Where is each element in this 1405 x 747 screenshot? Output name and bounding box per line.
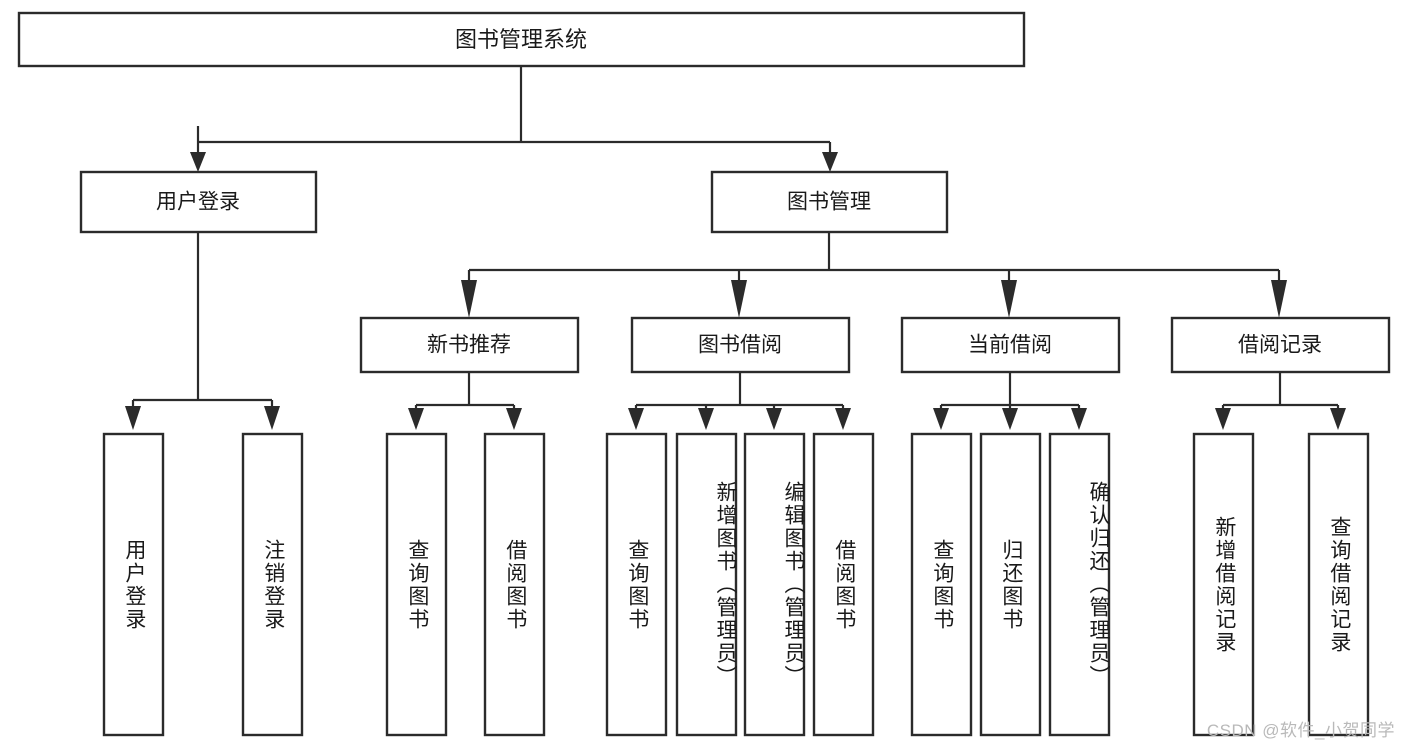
arrowhead-nbr-leaf-1: [408, 408, 424, 430]
arrowhead-br-leaf-2: [1330, 408, 1346, 430]
arrowhead-borrow-record: [1271, 280, 1287, 318]
watermark-text: CSDN @软件_小贺同学: [1206, 721, 1395, 740]
leaf-box-cb-return-book[interactable]: [979, 432, 1042, 737]
node-book-borrow[interactable]: 图书借阅: [630, 316, 851, 374]
arrowhead-leaf-logout: [264, 406, 280, 430]
node-current-borrow-label: 当前借阅: [968, 334, 1052, 357]
leaf-box-nbr-query-book[interactable]: [385, 432, 448, 737]
arrowhead-new-book-recommend: [461, 280, 477, 318]
arrowhead-user-login: [190, 152, 206, 172]
node-borrow-record-label: 借阅记录: [1238, 334, 1322, 357]
leaf-box-cb-query-book[interactable]: [910, 432, 973, 737]
arrowhead-bb-leaf-4: [835, 408, 851, 430]
arrowhead-nbr-leaf-2: [506, 408, 522, 430]
connector-book-mgmt-to-level3: [461, 232, 1287, 318]
leaf-box-bb-borrow-book[interactable]: [812, 432, 875, 737]
node-new-book-recommend[interactable]: 新书推荐: [359, 316, 580, 374]
leaf-box-user-login[interactable]: [102, 432, 165, 737]
leaf-box-nbr-borrow-book[interactable]: [483, 432, 546, 737]
node-new-book-recommend-label: 新书推荐: [427, 334, 511, 357]
node-book-borrow-label: 图书借阅: [698, 334, 782, 357]
leaf-box-logout[interactable]: [241, 432, 304, 737]
connector-current-borrow-to-leaves: [933, 372, 1087, 430]
leaf-box-bb-edit-book[interactable]: [743, 432, 806, 737]
arrowhead-leaf-user-login: [125, 406, 141, 430]
arrowhead-book-borrow: [731, 280, 747, 318]
arrowhead-book-mgmt: [822, 152, 838, 172]
arrowhead-cb-leaf-1: [933, 408, 949, 430]
arrowhead-br-leaf-1: [1215, 408, 1231, 430]
leaf-box-br-add-record[interactable]: [1192, 432, 1255, 737]
leaf-box-bb-query-book[interactable]: [605, 432, 668, 737]
arrowhead-cb-leaf-3: [1071, 408, 1087, 430]
node-borrow-record[interactable]: 借阅记录: [1170, 316, 1391, 374]
node-root-box[interactable]: [17, 11, 1026, 68]
connector-new-book-recommend-to-leaves: [408, 372, 522, 430]
node-new-book-recommend-box[interactable]: [359, 316, 580, 374]
node-book-management[interactable]: 图书管理: [710, 170, 949, 234]
node-book-management-label: 图书管理: [787, 191, 871, 214]
node-user-login[interactable]: 用户登录: [79, 170, 318, 234]
node-user-login-label: 用户登录: [156, 191, 240, 214]
arrowhead-bb-leaf-1: [628, 408, 644, 430]
leaf-box-br-query-record[interactable]: [1307, 432, 1370, 737]
arrowhead-bb-leaf-2: [698, 408, 714, 430]
connector-borrow-record-to-leaves: [1215, 372, 1346, 430]
connector-root-to-level2: [190, 66, 838, 172]
node-root[interactable]: 图书管理系统: [17, 11, 1026, 68]
node-root-label: 图书管理系统: [455, 27, 587, 52]
node-book-management-box[interactable]: [710, 170, 949, 234]
arrowhead-current-borrow: [1001, 280, 1017, 318]
connector-user-login-to-leaves: [125, 232, 280, 430]
leaf-box-cb-confirm-return[interactable]: [1048, 432, 1111, 737]
connector-book-borrow-to-leaves: [628, 372, 851, 430]
arrowhead-bb-leaf-3: [766, 408, 782, 430]
node-current-borrow[interactable]: 当前借阅: [900, 316, 1121, 374]
leaf-box-bb-add-book[interactable]: [675, 432, 738, 737]
arrowhead-cb-leaf-2: [1002, 408, 1018, 430]
